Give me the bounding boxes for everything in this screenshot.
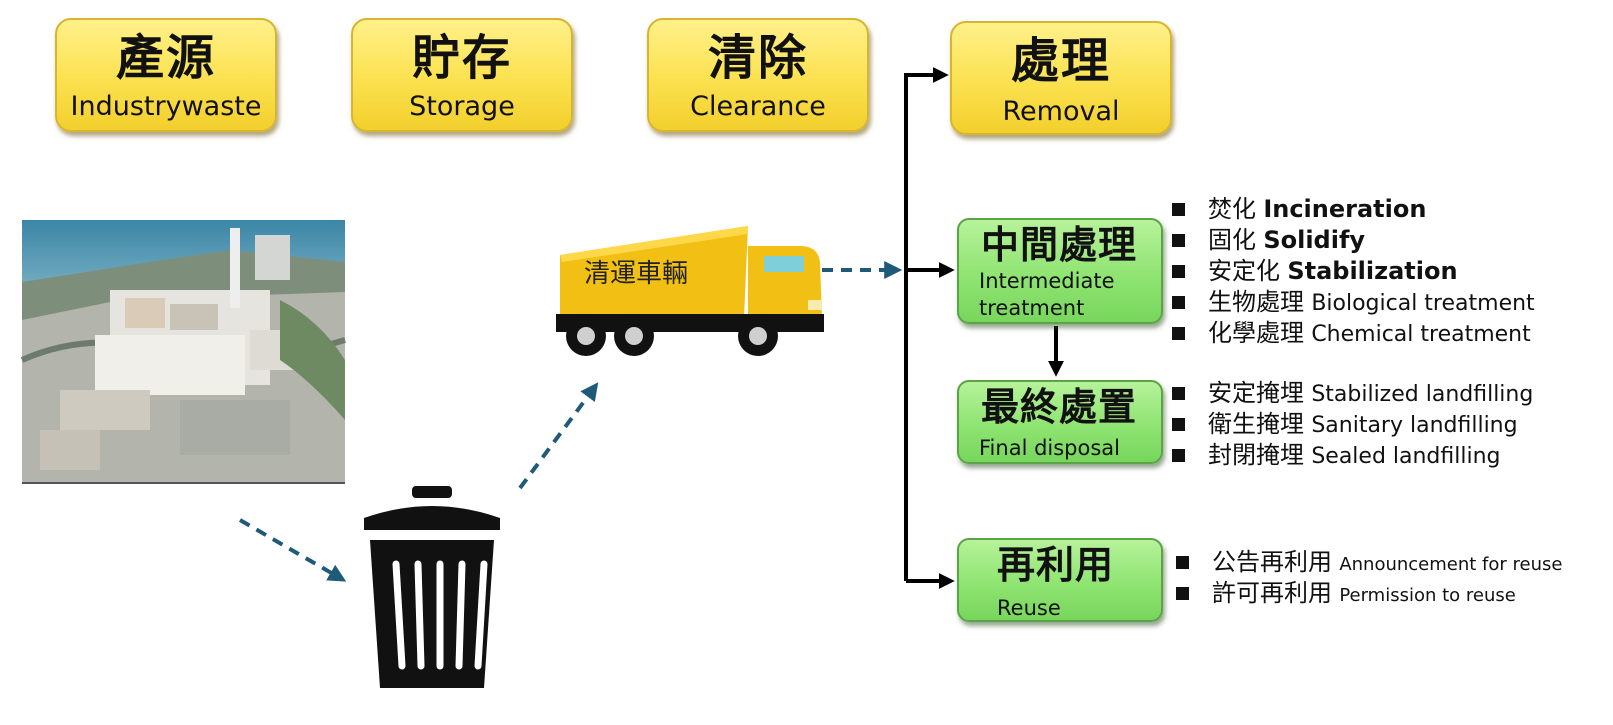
stage-title-en: Clearance: [690, 91, 826, 122]
stage-title-en: Removal: [1002, 96, 1120, 127]
stage-box-source: 產源 Industrywaste: [55, 18, 277, 132]
dashed-arrow-factory-to-bin: [238, 518, 347, 582]
list-item: 焚化 Incineration: [1172, 194, 1535, 225]
stage-title-en: Industrywaste: [70, 91, 262, 122]
stage-title-zh: 清除: [707, 30, 808, 86]
list-item: 公告再利用 Announcement for reuse: [1176, 547, 1562, 578]
intermediate-methods-list: 焚化 Incineration 固化 Solidify 安定化 Stabiliz…: [1172, 194, 1535, 349]
list-item: 封閉掩埋 Sealed landfilling: [1172, 440, 1533, 471]
list-item: 衛生掩埋 Sanitary landfilling: [1172, 409, 1533, 440]
intermediate-title-en-1: Intermediate: [979, 269, 1115, 293]
intermediate-treatment-box: 中間處理 Intermediate treatment: [957, 218, 1163, 324]
reuse-title-en: Reuse: [997, 596, 1061, 620]
intermediate-title-zh: 中間處理: [981, 223, 1138, 267]
truck-label: 清運車輛: [584, 259, 689, 289]
stage-title-zh: 處理: [1010, 33, 1111, 89]
reuse-title-zh: 再利用: [997, 543, 1115, 587]
final-disposal-title-zh: 最終處置: [981, 385, 1138, 429]
stage-title-zh: 產源: [115, 30, 216, 86]
list-item: 安定掩埋 Stabilized landfilling: [1172, 378, 1533, 409]
factory-photo: [20, 220, 346, 484]
dump-truck-icon: [556, 226, 824, 356]
stage-title-zh: 貯存: [411, 30, 512, 86]
list-item: 固化 Solidify: [1172, 225, 1535, 256]
list-item: 生物處理 Biological treatment: [1172, 287, 1535, 318]
reuse-methods-list: 公告再利用 Announcement for reuse 許可再利用 Permi…: [1176, 547, 1562, 609]
dashed-arrow-bin-to-truck: [518, 382, 599, 490]
list-item: 化學處理 Chemical treatment: [1172, 318, 1535, 349]
final-disposal-methods-list: 安定掩埋 Stabilized landfilling 衛生掩埋 Sanitar…: [1172, 378, 1533, 471]
stage-box-clearance: 清除 Clearance: [647, 18, 869, 132]
intermediate-title-en-2: treatment: [979, 296, 1085, 320]
trash-can-icon: [364, 486, 500, 688]
stage-box-removal: 處理 Removal: [950, 21, 1172, 135]
final-disposal-box: 最終處置 Final disposal: [957, 380, 1163, 464]
stage-title-en: Storage: [409, 91, 515, 122]
list-item: 許可再利用 Permission to reuse: [1176, 578, 1562, 609]
final-disposal-title-en: Final disposal: [979, 436, 1121, 460]
reuse-box: 再利用 Reuse: [957, 538, 1163, 622]
list-item: 安定化 Stabilization: [1172, 256, 1535, 287]
stage-box-storage: 貯存 Storage: [351, 18, 573, 132]
